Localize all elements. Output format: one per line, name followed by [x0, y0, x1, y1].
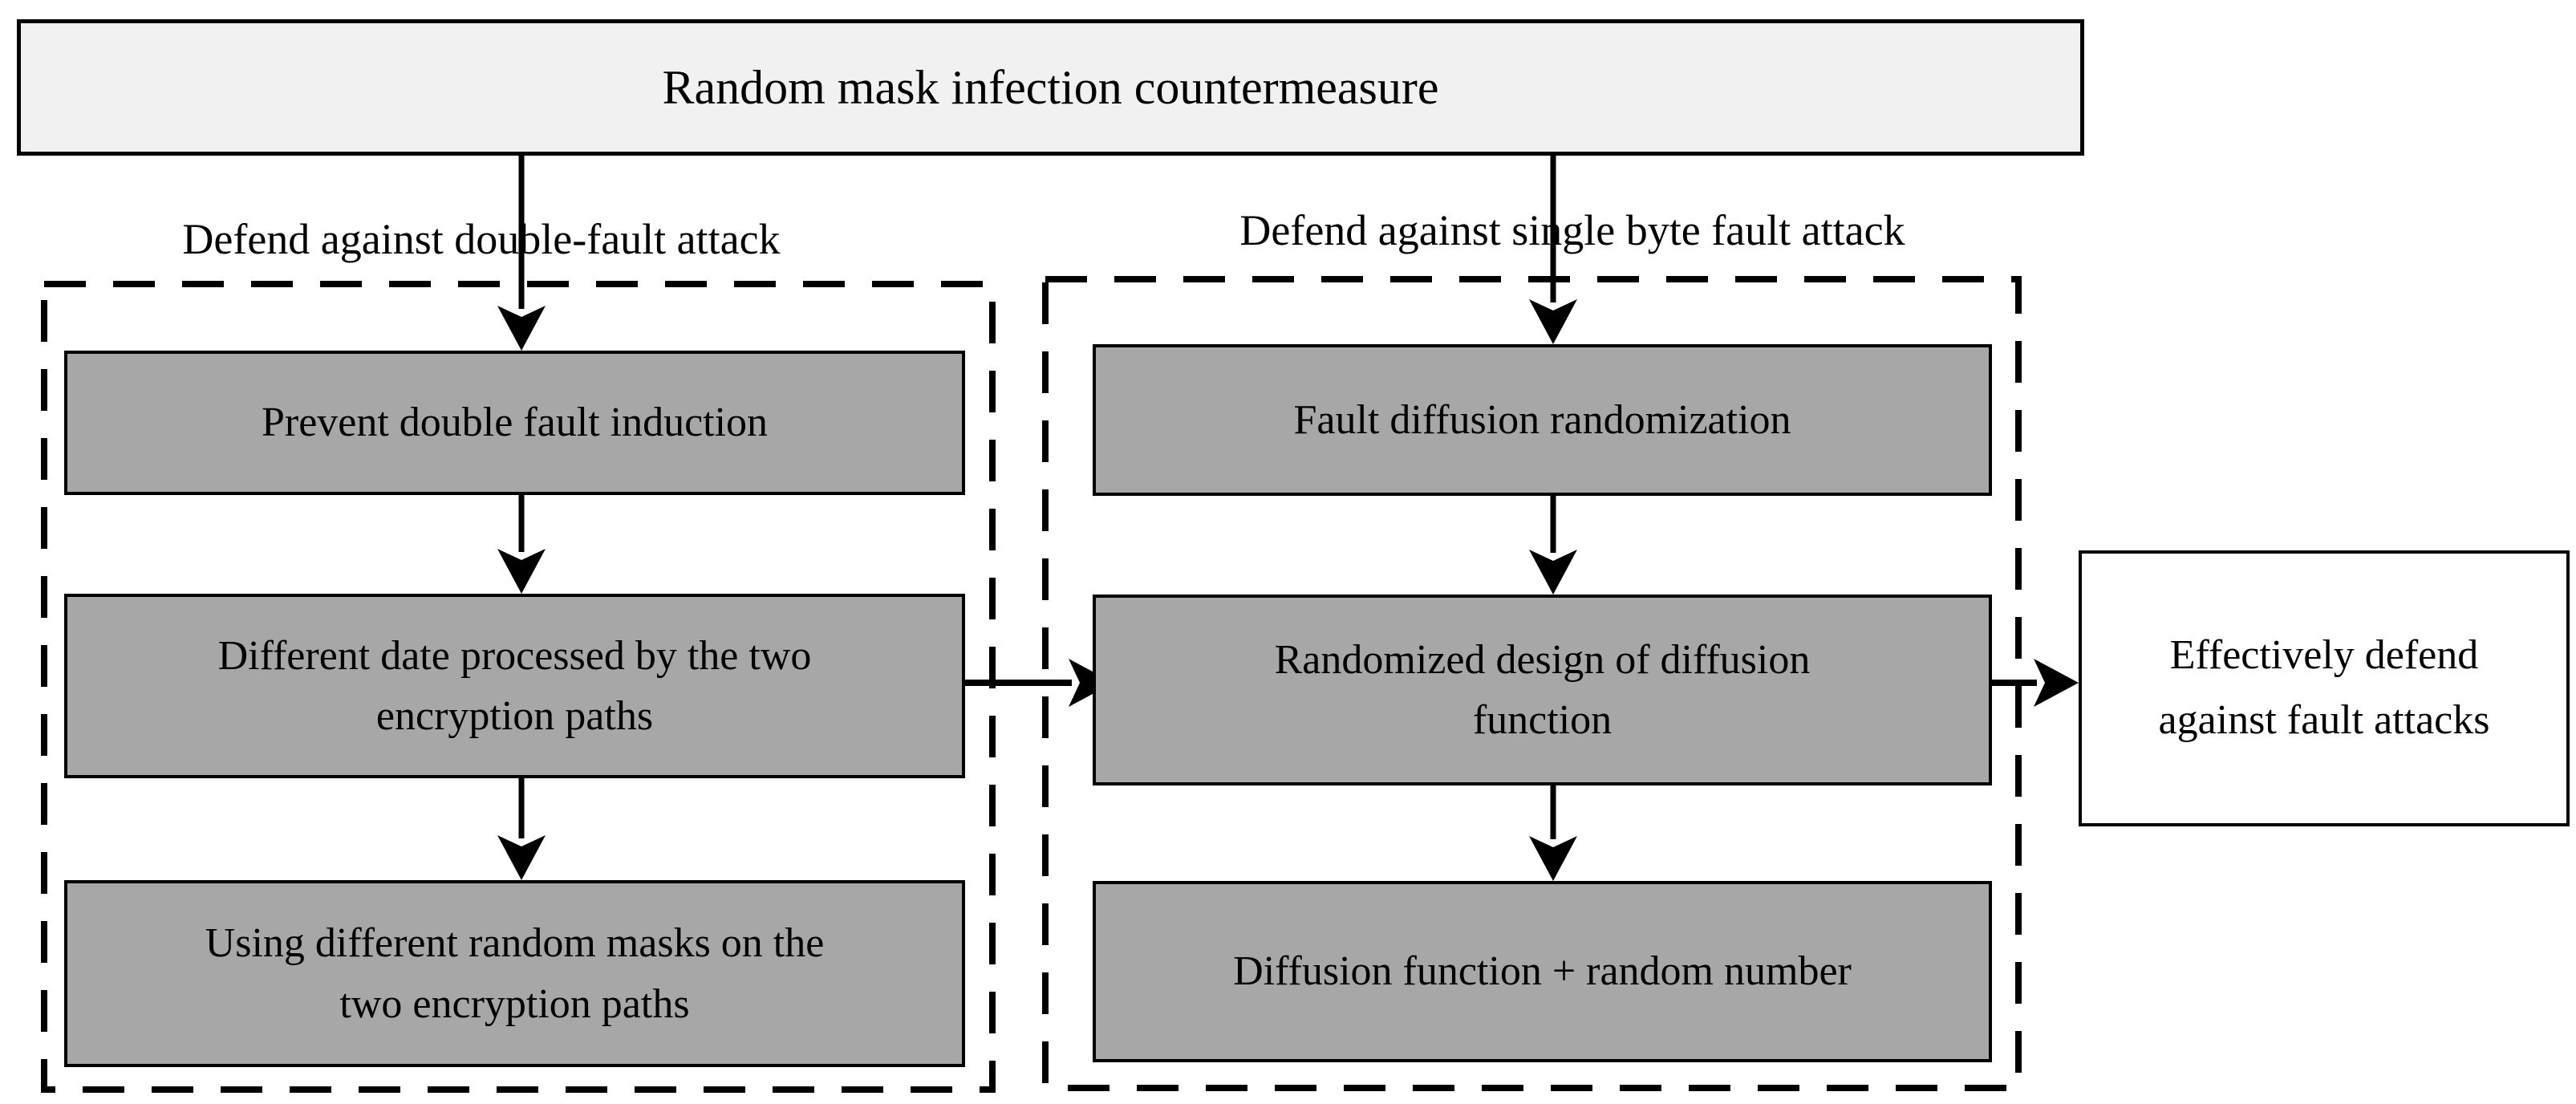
right-step-3-box: Diffusion function + random number: [1093, 881, 1992, 1062]
left-group-dashed-border: [41, 281, 996, 1093]
arrow-right-step-2-to-3: [1529, 785, 1577, 881]
arrow-title-to-left-step-1: [497, 156, 546, 351]
arrow-right-step-2-to-outcome: [1992, 659, 2079, 707]
outcome-text: Effectively defend against fault attacks: [2158, 632, 2490, 743]
arrow-left-step-2-to-3: [497, 778, 546, 880]
arrow-left-step-1-to-2: [497, 495, 546, 594]
left-step-2-box: Different date processed by the two encr…: [64, 594, 965, 778]
left-step-1-box: Prevent double fault induction: [64, 351, 965, 495]
arrow-left-step-2-to-right-step-2: [965, 659, 1114, 707]
left-branch-label: Defend against double-fault attack: [182, 215, 781, 263]
right-branch-label: Defend against single byte fault attack: [1239, 206, 1905, 254]
title-box: Random mask infection countermeasure: [17, 19, 2084, 156]
arrow-right-step-1-to-2: [1529, 496, 1577, 595]
right-group-dashed-border: [1042, 276, 2022, 1091]
left-step-3-box: Using different random masks on the two …: [64, 880, 965, 1067]
right-step-1-box: Fault diffusion randomization: [1093, 344, 1992, 496]
arrow-title-to-right-step-1: [1529, 156, 1577, 344]
title-text: Random mask infection countermeasure: [662, 60, 1439, 114]
right-step-2-box: Randomized design of diffusion function: [1093, 595, 1992, 785]
outcome-box: Effectively defend against fault attacks: [2079, 550, 2570, 826]
